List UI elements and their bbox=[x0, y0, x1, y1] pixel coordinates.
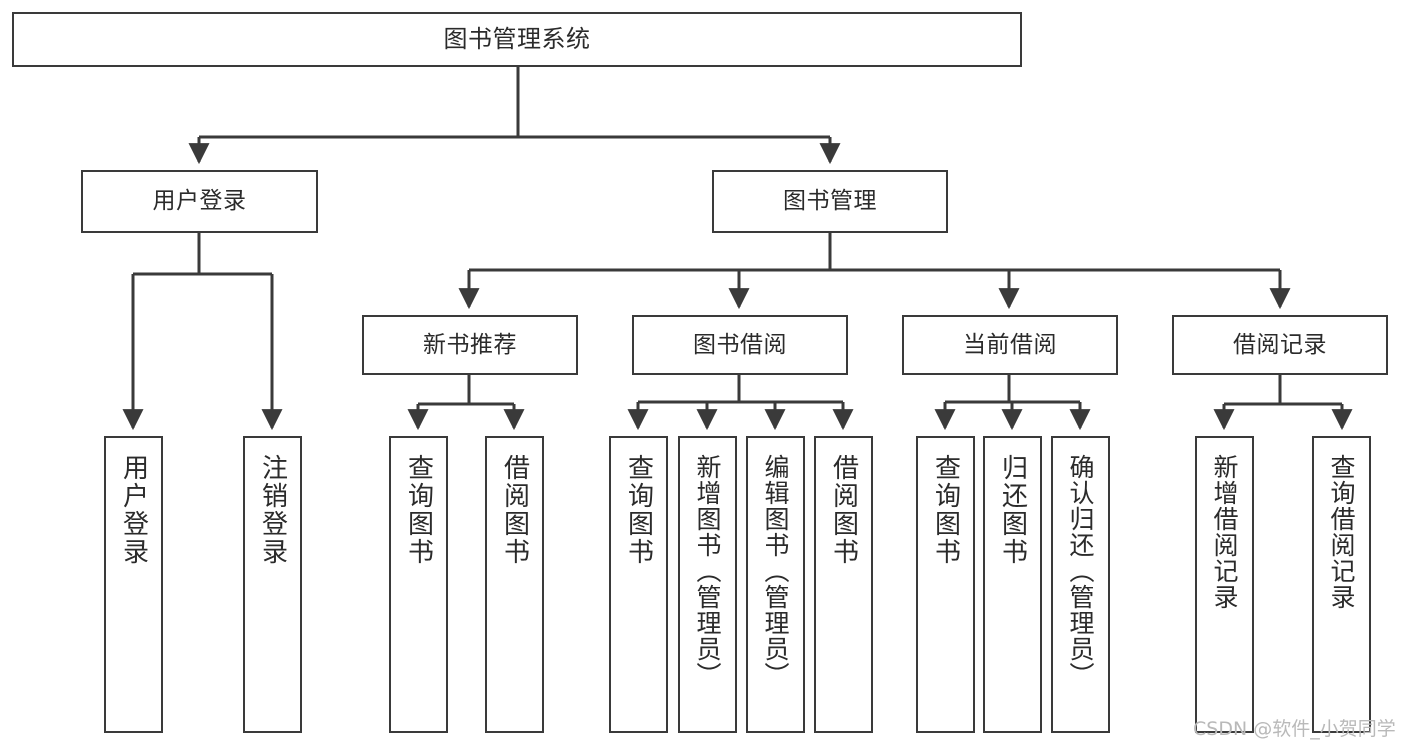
leaf-confirm-return-admin[interactable]: 确认归还（管理员） bbox=[1051, 436, 1110, 733]
node-label: 借阅图书 bbox=[828, 454, 859, 566]
node-label: 确认归还（管理员） bbox=[1066, 454, 1095, 688]
node-new-book-recommend[interactable]: 新书推荐 bbox=[362, 315, 578, 375]
node-label: 编辑图书（管理员） bbox=[761, 454, 790, 688]
leaf-add-book-admin[interactable]: 新增图书（管理员） bbox=[678, 436, 737, 733]
leaf-return-book[interactable]: 归还图书 bbox=[983, 436, 1042, 733]
node-label: 用户登录 bbox=[118, 454, 149, 566]
leaf-query-book-current[interactable]: 查询图书 bbox=[916, 436, 975, 733]
node-label: 新书推荐 bbox=[423, 331, 517, 358]
node-book-management[interactable]: 图书管理 bbox=[712, 170, 948, 233]
leaf-edit-book-admin[interactable]: 编辑图书（管理员） bbox=[746, 436, 805, 733]
node-user-login[interactable]: 用户登录 bbox=[81, 170, 318, 233]
node-label: 新增图书（管理员） bbox=[693, 454, 722, 688]
node-label: 查询图书 bbox=[930, 454, 961, 566]
node-label: 查询图书 bbox=[623, 454, 654, 566]
node-borrow-record[interactable]: 借阅记录 bbox=[1172, 315, 1388, 375]
leaf-borrow-book[interactable]: 借阅图书 bbox=[814, 436, 873, 733]
node-label: 当前借阅 bbox=[963, 331, 1057, 358]
leaf-query-borrow-record[interactable]: 查询借阅记录 bbox=[1312, 436, 1371, 733]
node-label: 借阅记录 bbox=[1233, 331, 1327, 358]
node-current-borrow[interactable]: 当前借阅 bbox=[902, 315, 1118, 375]
leaf-borrow-book-recommend[interactable]: 借阅图书 bbox=[485, 436, 544, 733]
leaf-query-book-borrow[interactable]: 查询图书 bbox=[609, 436, 668, 733]
node-book-borrow[interactable]: 图书借阅 bbox=[632, 315, 848, 375]
node-label: 新增借阅记录 bbox=[1210, 454, 1239, 610]
node-label: 借阅图书 bbox=[499, 454, 530, 566]
node-label: 用户登录 bbox=[152, 188, 247, 215]
node-label: 查询图书 bbox=[403, 454, 434, 566]
leaf-add-borrow-record[interactable]: 新增借阅记录 bbox=[1195, 436, 1254, 733]
node-label: 注销登录 bbox=[257, 454, 288, 566]
node-label: 图书管理 bbox=[783, 188, 877, 215]
node-label: 查询借阅记录 bbox=[1327, 454, 1356, 610]
node-label: 图书管理系统 bbox=[443, 24, 591, 53]
csdn-watermark: CSDN @软件_小贺同学 bbox=[1193, 718, 1396, 740]
leaf-query-book-recommend[interactable]: 查询图书 bbox=[389, 436, 448, 733]
leaf-user-login[interactable]: 用户登录 bbox=[104, 436, 163, 733]
leaf-logout[interactable]: 注销登录 bbox=[243, 436, 302, 733]
node-label: 图书借阅 bbox=[693, 331, 787, 358]
node-label: 归还图书 bbox=[997, 454, 1028, 566]
node-root-book-management-system[interactable]: 图书管理系统 bbox=[12, 12, 1022, 67]
